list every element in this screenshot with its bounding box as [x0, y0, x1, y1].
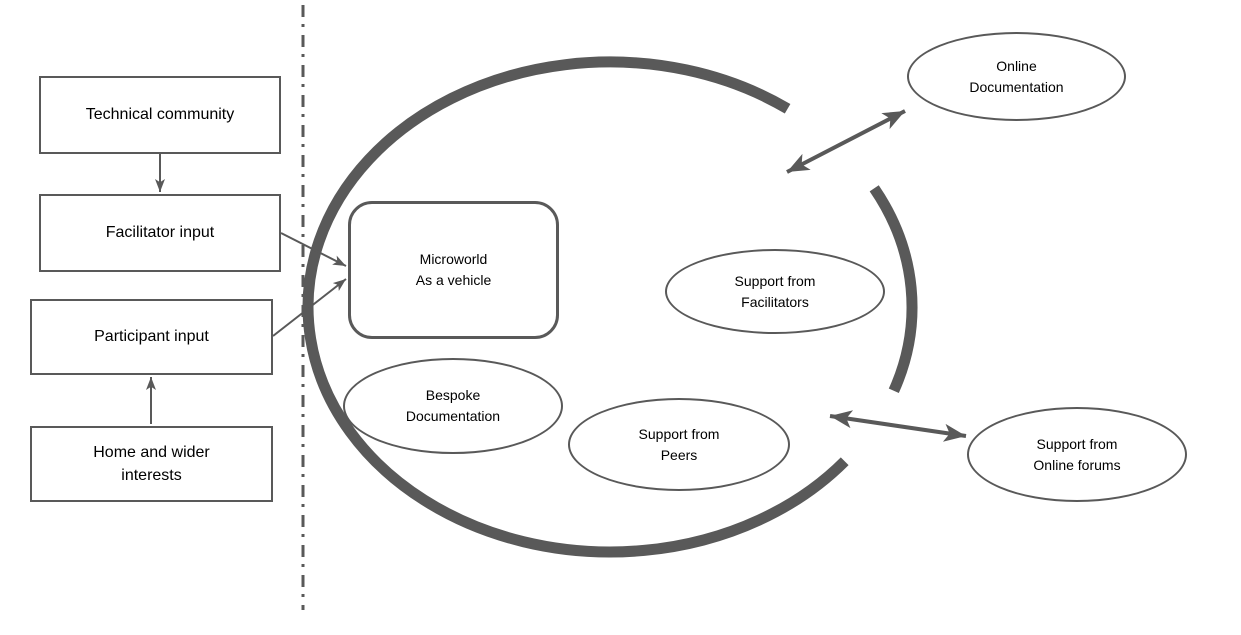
ellipse-support-online-forums-label: Support from	[1036, 435, 1118, 452]
ellipse-support-peers-label: Support from	[638, 425, 720, 442]
arrow-boundary-online-forums	[829, 410, 967, 442]
box-home-wider-interests-label: Home and wider	[93, 443, 210, 461]
arrow-participant-to-microworld	[272, 278, 347, 337]
ellipse-support-peers: Support from Peers	[568, 398, 790, 491]
boundary-arc-right	[869, 185, 918, 394]
arrow-facilitator-to-microworld	[280, 232, 347, 267]
box-microworld: Microworld As a vehicle	[348, 201, 559, 339]
box-technical-community: Technical community	[39, 76, 281, 154]
box-facilitator-input: Facilitator input	[39, 194, 281, 272]
ellipse-support-facilitators-label: Support from	[734, 272, 816, 289]
box-facilitator-input-label: Facilitator input	[105, 224, 215, 242]
ellipse-online-documentation: Online Documentation	[907, 32, 1126, 121]
ellipse-bespoke-documentation-label: Bespoke	[425, 387, 481, 403]
box-home-wider-interests: Home and wider interests	[30, 426, 273, 502]
boundary-arc-main	[302, 56, 849, 558]
ellipse-bespoke-documentation: Bespoke Documentation	[343, 358, 563, 454]
box-microworld-label: Microworld	[419, 251, 488, 267]
ellipse-support-facilitators: Support from Facilitators	[665, 249, 885, 334]
box-technical-community-label: Technical community	[85, 106, 235, 124]
box-participant-input-label: Participant input	[94, 328, 209, 346]
ellipse-support-online-forums: Support from Online forums	[967, 407, 1187, 502]
box-participant-input: Participant input	[30, 299, 273, 375]
arrow-boundary-online-documentation	[786, 109, 906, 174]
ellipse-online-documentation-label: Online	[996, 57, 1037, 74]
